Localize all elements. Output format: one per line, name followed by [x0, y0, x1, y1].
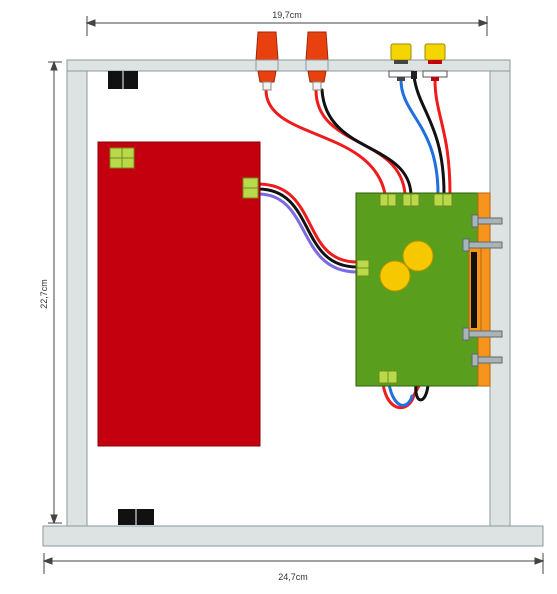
capacitor-upper — [402, 240, 434, 272]
pcb-top-connector-right — [402, 193, 420, 207]
wire-black-right-terminal — [320, 88, 413, 196]
loop-wire-blue — [387, 382, 414, 407]
battery-top-connector — [109, 147, 135, 169]
mounting-bolt-4 — [471, 353, 503, 367]
height-dimension — [48, 60, 62, 525]
top-dimension — [85, 16, 489, 36]
pcb-bracket-slot — [471, 252, 477, 328]
battery-wire-red — [256, 182, 359, 264]
left-panel — [66, 61, 88, 527]
bottom-mount-block — [118, 509, 154, 525]
battery-wire-black — [256, 187, 359, 269]
pcb-bottom-connector — [378, 370, 398, 384]
top-mount-block — [108, 71, 138, 89]
mounting-bolt-2 — [462, 238, 503, 252]
output-wires — [264, 74, 452, 196]
battery-wires — [256, 182, 359, 274]
right-panel — [489, 61, 511, 527]
red-plug-right — [305, 31, 329, 91]
battery-wire-purple — [256, 192, 359, 274]
red-plug-left — [255, 31, 279, 91]
mounting-bolt-1 — [471, 214, 503, 228]
pcb-side-connector — [356, 259, 370, 277]
battery-side-connector — [242, 177, 259, 199]
battery-pack — [97, 141, 261, 447]
bottom-dimension — [42, 553, 545, 574]
top-panel — [66, 59, 511, 72]
bottom-panel — [42, 525, 544, 547]
pcb-top-connector-left — [379, 193, 397, 207]
wire-red-yellow-terminal — [433, 78, 452, 196]
height-label: 22,7cm — [39, 279, 49, 309]
circuit-board — [355, 192, 484, 387]
bottom-width-label: 24,7cm — [278, 572, 308, 582]
yellow-terminal-right — [422, 43, 448, 81]
center-terminal-post — [411, 71, 417, 79]
loop-wire-black — [414, 382, 430, 402]
wire-red-left-terminal — [264, 88, 387, 196]
mounting-bolt-3 — [462, 327, 503, 341]
wire-blue-yellow-terminal — [399, 78, 440, 196]
top-width-label: 19,7cm — [272, 10, 302, 20]
loop-wire-red — [381, 382, 422, 410]
wire-black-center-terminal — [412, 74, 446, 196]
yellow-terminal-left — [388, 43, 414, 81]
bottom-loop-wires — [381, 382, 430, 410]
capacitor-lower — [379, 260, 411, 292]
pcb-top-connector-far-right — [433, 193, 453, 207]
